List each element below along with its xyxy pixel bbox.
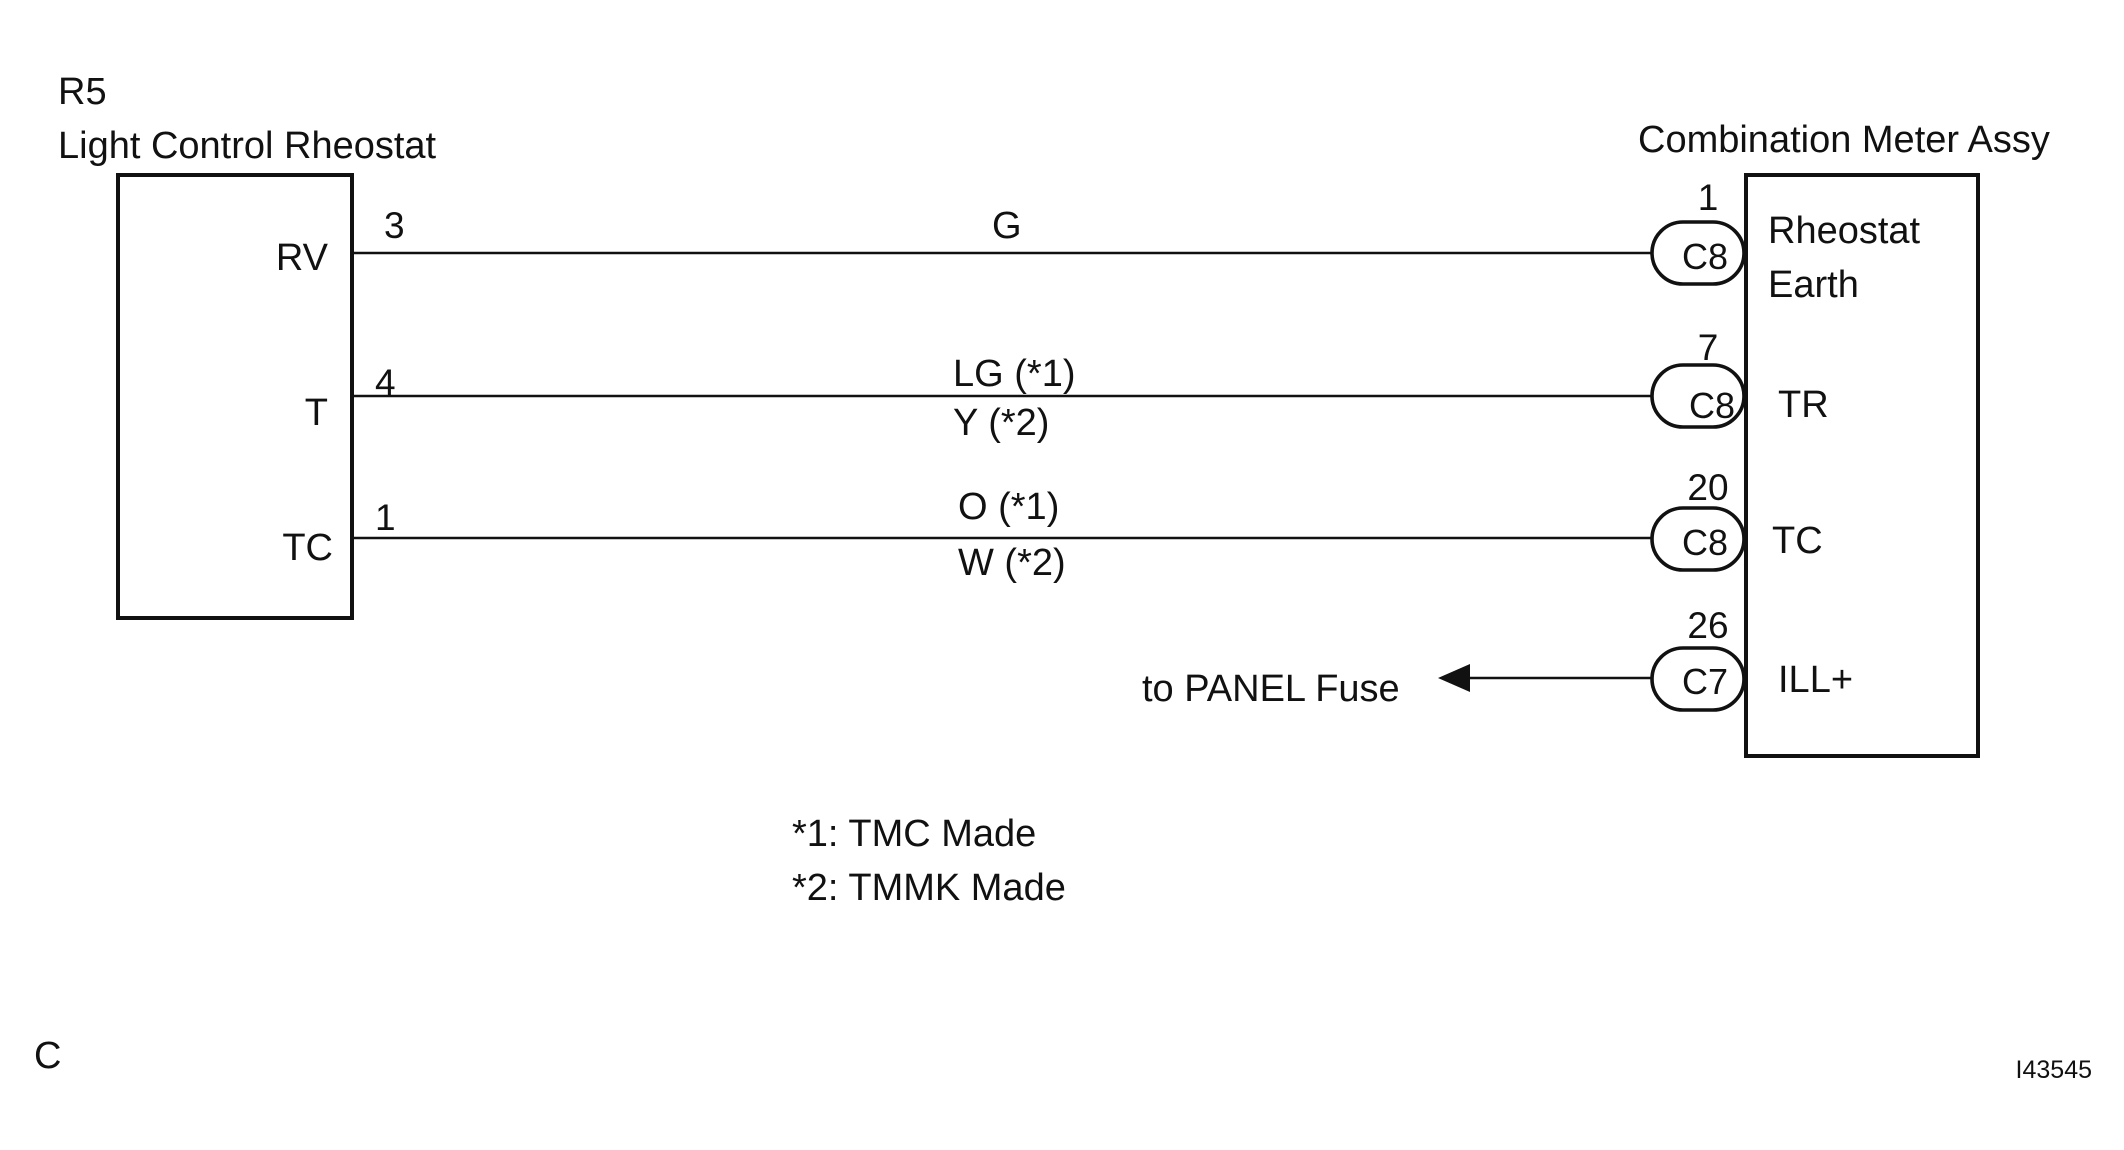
- right-component-name: Combination Meter Assy: [1638, 119, 2050, 161]
- right-pin-7: 7: [1698, 327, 1719, 368]
- connector-oval: [1650, 220, 1746, 286]
- left-component-code: R5: [58, 71, 107, 113]
- terminal-rv: RV: [276, 237, 329, 279]
- terminal-tc: TC: [282, 527, 333, 569]
- terminal-tc-right: TC: [1772, 520, 1823, 562]
- corner-letter: C: [34, 1035, 61, 1077]
- wire-tc: 1 O (*1) W (*2) C8 20: [352, 467, 1746, 584]
- wire-color-o: O (*1): [958, 486, 1059, 528]
- connector-oval: [1650, 646, 1746, 712]
- right-pin-26: 26: [1687, 605, 1728, 646]
- wire-rv: 3 G C8 1: [352, 177, 1746, 286]
- wire-panel-fuse: to PANEL Fuse C7 26: [1142, 605, 1746, 712]
- wire-color-g: G: [992, 205, 1022, 247]
- terminal-ill-plus: ILL+: [1778, 659, 1853, 701]
- terminal-tr: TR: [1778, 384, 1829, 426]
- terminal-rheostat-label: Rheostat: [1768, 210, 1921, 252]
- right-pin-20: 20: [1687, 467, 1728, 508]
- connector-oval: [1650, 363, 1746, 429]
- connector-label: C7: [1682, 661, 1728, 702]
- connector-oval: [1650, 506, 1746, 572]
- wire-color-lg: LG (*1): [953, 353, 1075, 395]
- note-tmc: *1: TMC Made: [792, 813, 1036, 855]
- terminal-earth-label: Earth: [1768, 264, 1859, 306]
- terminal-t: T: [305, 392, 328, 434]
- wire-t: 4 LG (*1) Y (*2) C8 7: [352, 327, 1746, 444]
- left-pin-1: 1: [375, 497, 396, 538]
- figure-id: I43545: [2016, 1056, 2092, 1084]
- connector-label: C8: [1682, 522, 1728, 563]
- left-pin-3: 3: [384, 205, 405, 246]
- left-pin-4: 4: [375, 362, 396, 403]
- right-pin-1: 1: [1698, 177, 1719, 218]
- connector-label: C8: [1689, 385, 1735, 426]
- wire-color-y: Y (*2): [953, 402, 1049, 444]
- arrow-left-icon: [1438, 664, 1470, 692]
- panel-fuse-label: to PANEL Fuse: [1142, 668, 1400, 710]
- note-tmmk: *2: TMMK Made: [792, 867, 1066, 909]
- connector-label: C8: [1682, 236, 1728, 277]
- left-component-name: Light Control Rheostat: [58, 125, 437, 167]
- combination-meter-box: [1744, 173, 1980, 758]
- wire-color-w: W (*2): [958, 542, 1066, 584]
